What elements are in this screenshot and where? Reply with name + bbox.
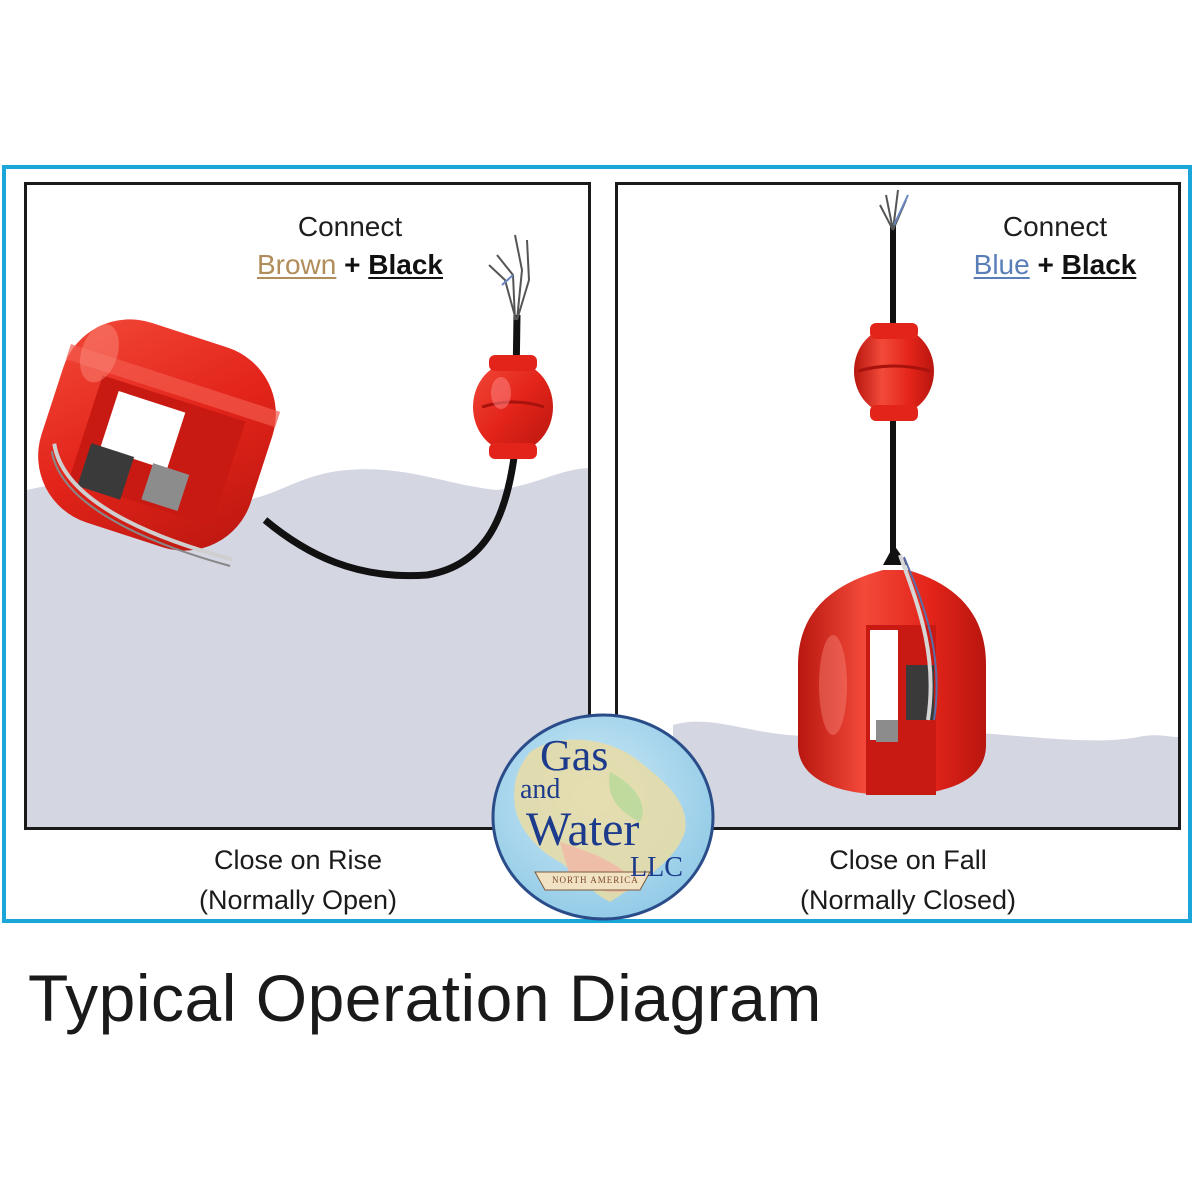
plus-sign: + bbox=[1037, 249, 1054, 280]
blue-wire-label: Blue bbox=[973, 249, 1030, 280]
close-on-rise-caption: Close on Rise (Normally Open) bbox=[118, 840, 478, 920]
logo-and: and bbox=[520, 774, 561, 805]
logo-gas: Gas bbox=[540, 731, 609, 780]
connect-heading: Connect bbox=[1002, 211, 1108, 242]
float-switch bbox=[38, 319, 281, 567]
logo-water: Water bbox=[526, 803, 640, 856]
float-cable bbox=[262, 314, 521, 580]
close-on-rise-panel bbox=[24, 182, 591, 830]
page-title: Typical Operation Diagram bbox=[28, 961, 822, 1035]
left-connect-label: Connect Brown + Black bbox=[230, 208, 470, 284]
globe-icon bbox=[491, 713, 715, 921]
float-switch bbox=[798, 545, 986, 795]
logo-banner: NORTH AMERICA bbox=[552, 875, 639, 885]
right-connect-label: Connect Blue + Black bbox=[935, 208, 1175, 284]
counter-weight bbox=[473, 355, 553, 459]
close-on-fall-panel bbox=[615, 182, 1181, 830]
brown-wire-label: Brown bbox=[256, 249, 337, 280]
gas-and-water-logo: Gas and Water LLC NORTH AMERICA bbox=[490, 712, 716, 922]
close-on-fall-illustration bbox=[673, 189, 1178, 827]
logo-llc: LLC bbox=[630, 852, 683, 883]
counter-weight bbox=[854, 323, 934, 421]
wire-ends bbox=[879, 189, 907, 231]
caption-line-2: (Normally Open) bbox=[198, 885, 398, 915]
black-wire-label: Black bbox=[368, 249, 443, 280]
black-wire-label: Black bbox=[1061, 249, 1137, 280]
caption-line-2: (Normally Closed) bbox=[799, 885, 1017, 915]
caption-line-1: Close on Fall bbox=[829, 845, 987, 875]
caption-line-1: Close on Rise bbox=[213, 845, 383, 875]
connect-heading: Connect bbox=[297, 211, 403, 242]
close-on-rise-illustration bbox=[27, 234, 588, 827]
close-on-fall-caption: Close on Fall (Normally Closed) bbox=[728, 840, 1088, 920]
water-surface bbox=[27, 468, 588, 827]
plus-sign: + bbox=[344, 249, 361, 280]
